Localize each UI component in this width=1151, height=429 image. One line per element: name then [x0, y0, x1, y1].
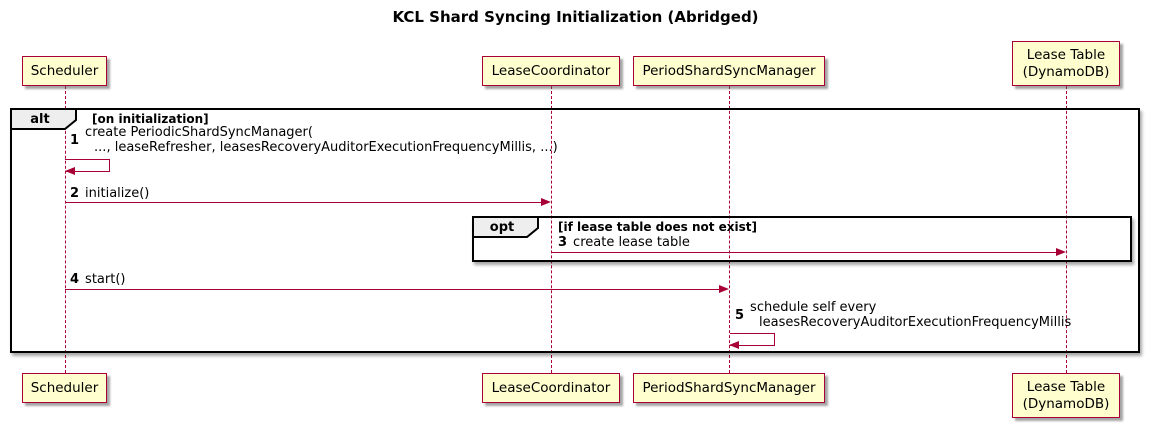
opt-frame: opt [if lease table does not exist]	[472, 216, 1132, 262]
alt-operator-label: alt	[30, 112, 50, 127]
participant-scheduler-top: Scheduler	[22, 56, 107, 86]
alt-guard-label: [on initialization]	[92, 112, 209, 126]
message-4: 4 start()	[70, 272, 125, 287]
message-2: 2 initialize()	[70, 186, 149, 201]
lifeline-lease-table	[1066, 86, 1067, 373]
message-3-arrow-line	[551, 252, 1057, 253]
participant-period-shard-sync-manager-bottom: PeriodShardSyncManager	[633, 373, 825, 403]
message-3-number: 3	[558, 235, 568, 250]
message-5-number: 5	[735, 307, 745, 323]
alt-frame-pentagon	[10, 108, 77, 130]
participant-scheduler-bottom: Scheduler	[22, 373, 107, 403]
message-5: 5 schedule self every leasesRecoveryAudi…	[735, 300, 1071, 330]
message-3-text: create lease table	[573, 235, 690, 250]
participant-lease-coordinator-top: LeaseCoordinator	[482, 56, 620, 86]
opt-operator-label: opt	[489, 220, 515, 235]
message-5-self-arrow	[730, 333, 775, 346]
message-4-arrow-line	[65, 289, 720, 290]
lifeline-lease-coordinator	[551, 86, 552, 373]
message-2-number: 2	[70, 186, 80, 201]
message-5-arrowhead	[729, 341, 739, 349]
participant-lease-coordinator-bottom: LeaseCoordinator	[482, 373, 620, 403]
message-2-text: initialize()	[85, 186, 150, 201]
message-1-arrowhead	[65, 167, 75, 175]
opt-guard-label: [if lease table does not exist]	[558, 220, 758, 234]
message-1: 1 create PeriodicShardSyncManager( ..., …	[70, 125, 558, 155]
message-1-self-arrow	[65, 159, 110, 172]
message-1-text-line2: ..., leaseRefresher, leasesRecoveryAudit…	[94, 140, 558, 155]
participant-lease-table-bottom: Lease Table (DynamoDB)	[1012, 373, 1120, 418]
message-1-text-line1: create PeriodicShardSyncManager(	[85, 125, 313, 140]
message-2-arrow-line	[65, 202, 542, 203]
message-4-arrowhead	[719, 285, 729, 293]
diagram-title: KCL Shard Syncing Initialization (Abridg…	[392, 8, 759, 26]
message-5-text-line1: schedule self every	[750, 300, 877, 315]
participant-period-shard-sync-manager-top: PeriodShardSyncManager	[633, 56, 825, 86]
lifeline-scheduler	[65, 86, 66, 373]
message-4-number: 4	[70, 272, 80, 287]
message-3: 3 create lease table	[558, 235, 690, 250]
message-4-text: start()	[85, 272, 126, 287]
message-1-number: 1	[70, 132, 80, 148]
message-5-text-line2: leasesRecoveryAuditorExecutionFrequencyM…	[759, 315, 1072, 330]
alt-frame: alt [on initialization]	[10, 108, 1140, 353]
message-2-arrowhead	[541, 198, 551, 206]
opt-frame-pentagon	[472, 216, 539, 238]
lifeline-period-shard-sync-manager	[729, 86, 730, 373]
message-3-arrowhead	[1056, 248, 1066, 256]
participant-lease-table-top: Lease Table (DynamoDB)	[1012, 41, 1120, 86]
